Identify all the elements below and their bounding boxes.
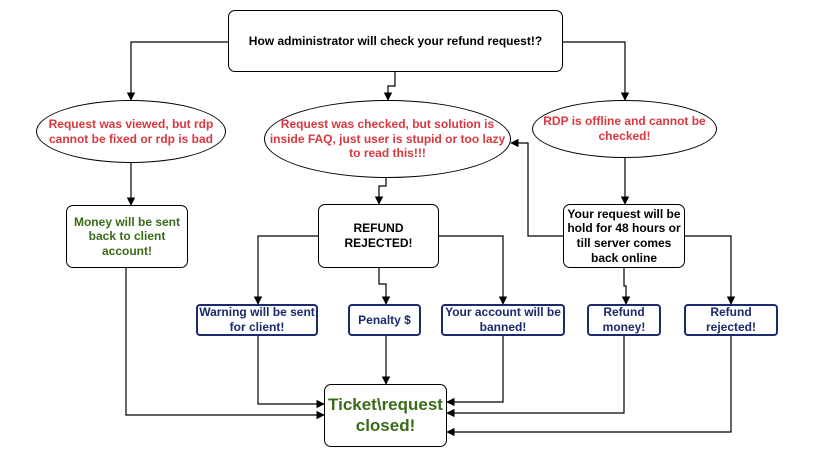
refund-rejected-text: Refund rejected! <box>705 305 757 334</box>
edge-warning-to-closed <box>257 336 325 409</box>
edge-refund-rejected-to-closed <box>446 336 732 437</box>
ticket-closed-text: Ticket\request closed! <box>328 394 443 435</box>
refund-money-text: Refund money! <box>602 305 646 334</box>
edge-refund-money-to-closed <box>446 336 625 418</box>
edge-checked-to-rejected <box>374 178 387 205</box>
rdp-offline-oval: RDP is offline and cannot be checked! <box>532 100 717 158</box>
root-question-text: How administrator will check your refund… <box>248 33 543 48</box>
money-sent-text: Money will be sent back to client accoun… <box>73 214 181 258</box>
edge-hold-to-refund-money <box>621 268 631 305</box>
warning-text: Warning will be sent for client! <box>199 305 315 334</box>
ticket-closed-box: Ticket\request closed! <box>324 384 447 447</box>
checked-faq-text: Request was checked, but solution is ins… <box>269 117 506 161</box>
refund-rejected-main-text: REFUND REJECTED! <box>344 221 413 250</box>
penalty-box: Penalty $ <box>348 304 421 336</box>
hold-request-box: Your request will be hold for 48 hours o… <box>563 204 685 268</box>
edge-hold-to-refund-rejected <box>685 235 736 305</box>
edge-rejected-to-banned <box>439 235 508 305</box>
checked-faq-oval: Request was checked, but solution is ins… <box>264 100 511 178</box>
edge-root-to-viewed <box>126 41 228 101</box>
edge-money-to-closed <box>125 268 325 420</box>
banned-box: Your account will be banned! <box>441 304 565 336</box>
edge-root-to-checked <box>383 72 396 101</box>
refund-money-box: Refund money! <box>587 304 661 336</box>
edge-rejected-to-warning <box>253 235 318 305</box>
money-sent-box: Money will be sent back to client accoun… <box>66 205 188 268</box>
hold-request-text: Your request will be hold for 48 hours o… <box>567 206 681 265</box>
rdp-offline-text: RDP is offline and cannot be checked! <box>543 114 706 143</box>
root-question-box: How administrator will check your refund… <box>228 10 563 72</box>
penalty-text: Penalty $ <box>358 312 411 327</box>
edge-banned-to-closed <box>446 336 504 407</box>
edge-rejected-to-penalty <box>378 268 391 305</box>
warning-box: Warning will be sent for client! <box>196 304 318 336</box>
edge-hold-to-checked <box>510 138 563 237</box>
refund-rejected-box: Refund rejected! <box>684 304 778 336</box>
edge-root-to-offline <box>563 41 630 101</box>
banned-text: Your account will be banned! <box>445 305 561 334</box>
refund-rejected-main-box: REFUND REJECTED! <box>318 204 439 268</box>
viewed-bad-oval: Request was viewed, but rdp cannot be fi… <box>36 100 226 163</box>
viewed-bad-text: Request was viewed, but rdp cannot be fi… <box>48 116 214 146</box>
